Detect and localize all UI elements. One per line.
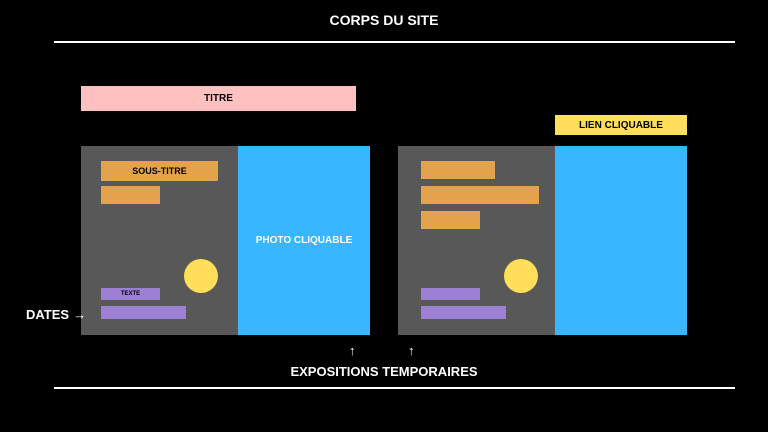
subtitle-placeholder: SOUS-TITRE [101,161,218,181]
title-placeholder: TITRE [81,86,356,111]
dates-annotation: DATES → [26,305,86,323]
card-right-subtitle-bar [421,161,495,179]
exhibitions-label: EXPOSITIONS TEMPORAIRES [290,363,478,379]
card-right-text-bar-2 [421,211,480,229]
card-right-text-bar-small [421,288,480,300]
card-left-photo[interactable]: PHOTO CLIQUABLE [238,146,370,335]
card-left-dates-bar [101,306,186,319]
card-right-dates-bar [421,306,506,319]
dates-label: DATES [26,306,70,322]
card-right-text-bar [421,186,539,204]
site-title: CORPS DU SITE [329,12,439,28]
top-divider [54,41,735,43]
photo-label: PHOTO CLIQUABLE [255,235,353,246]
card-right-dot-icon [504,259,538,293]
text-placeholder: TEXTE [101,288,160,300]
card-left-text-bar [101,186,160,204]
card-right-photo[interactable] [555,146,687,335]
bottom-divider [54,387,735,389]
right-arrow-icon: → [73,306,87,322]
card-left-dot-icon [184,259,218,293]
up-arrow-icon: ↑ [408,343,415,358]
clickable-link-placeholder[interactable]: LIEN CLIQUABLE [555,115,687,135]
up-arrow-icon: ↑ [349,343,356,358]
